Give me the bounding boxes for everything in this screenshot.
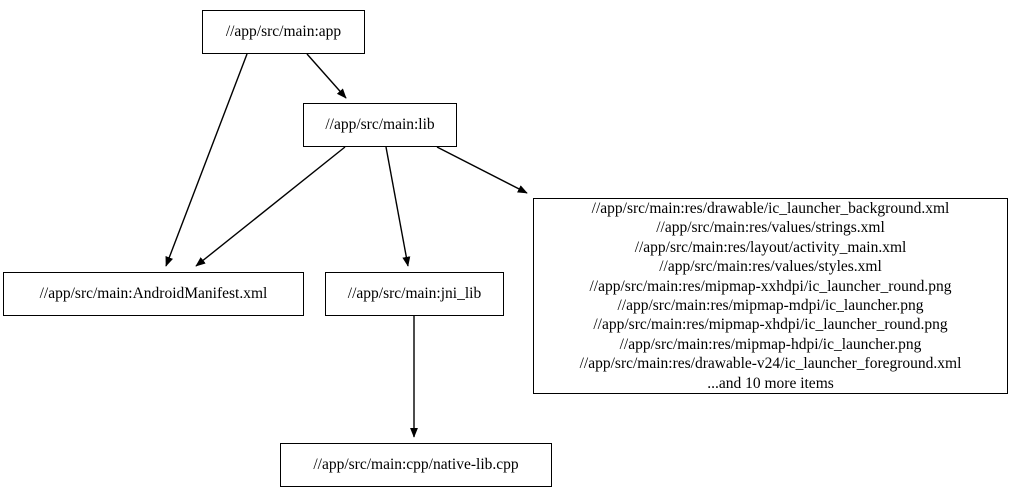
node-native-lib-cpp-label: //app/src/main:cpp/native-lib.cpp [313, 456, 519, 474]
node-android-manifest[interactable]: //app/src/main:AndroidManifest.xml [3, 272, 304, 316]
node-jni-lib[interactable]: //app/src/main:jni_lib [325, 272, 504, 316]
edge-lib-to-manifest [195, 146, 346, 267]
edge-lib-to-jni-lib [385, 146, 411, 267]
edge-app-to-manifest [165, 53, 248, 267]
edge-lib-to-res-cluster [436, 146, 528, 194]
node-res-cluster-line: //app/src/main:res/mipmap-mdpi/ic_launch… [617, 297, 924, 314]
node-res-cluster[interactable]: //app/src/main:res/drawable/ic_launcher_… [533, 198, 1008, 394]
node-res-cluster-line: //app/src/main:res/drawable-v24/ic_launc… [579, 355, 962, 373]
node-app-label: //app/src/main:app [225, 23, 342, 41]
node-jni-lib-label: //app/src/main:jni_lib [347, 285, 482, 303]
node-res-cluster-line: //app/src/main:res/values/styles.xml [659, 258, 882, 276]
edge-app-to-lib [306, 53, 347, 99]
node-android-manifest-label: //app/src/main:AndroidManifest.xml [39, 285, 268, 303]
node-lib-label: //app/src/main:lib [325, 116, 435, 134]
node-res-cluster-line: //app/src/main:res/mipmap-xxhdpi/ic_laun… [589, 277, 952, 295]
node-res-cluster-line: //app/src/main:res/mipmap-hdpi/ic_launch… [619, 335, 922, 353]
node-native-lib-cpp[interactable]: //app/src/main:cpp/native-lib.cpp [280, 443, 552, 487]
node-lib[interactable]: //app/src/main:lib [303, 103, 457, 147]
node-res-cluster-line: //app/src/main:res/values/strings.xml [656, 219, 885, 237]
node-res-cluster-line: //app/src/main:res/mipmap-xhdpi/ic_launc… [593, 316, 948, 334]
node-res-cluster-line: //app/src/main:res/layout/activity_main.… [634, 238, 907, 256]
node-res-cluster-label: //app/src/main:res/drawable/ic_launcher_… [580, 199, 962, 393]
node-res-cluster-line: ...and 10 more items [707, 374, 834, 392]
node-app[interactable]: //app/src/main:app [202, 10, 365, 54]
node-res-cluster-line: //app/src/main:res/drawable/ic_launcher_… [591, 199, 950, 217]
